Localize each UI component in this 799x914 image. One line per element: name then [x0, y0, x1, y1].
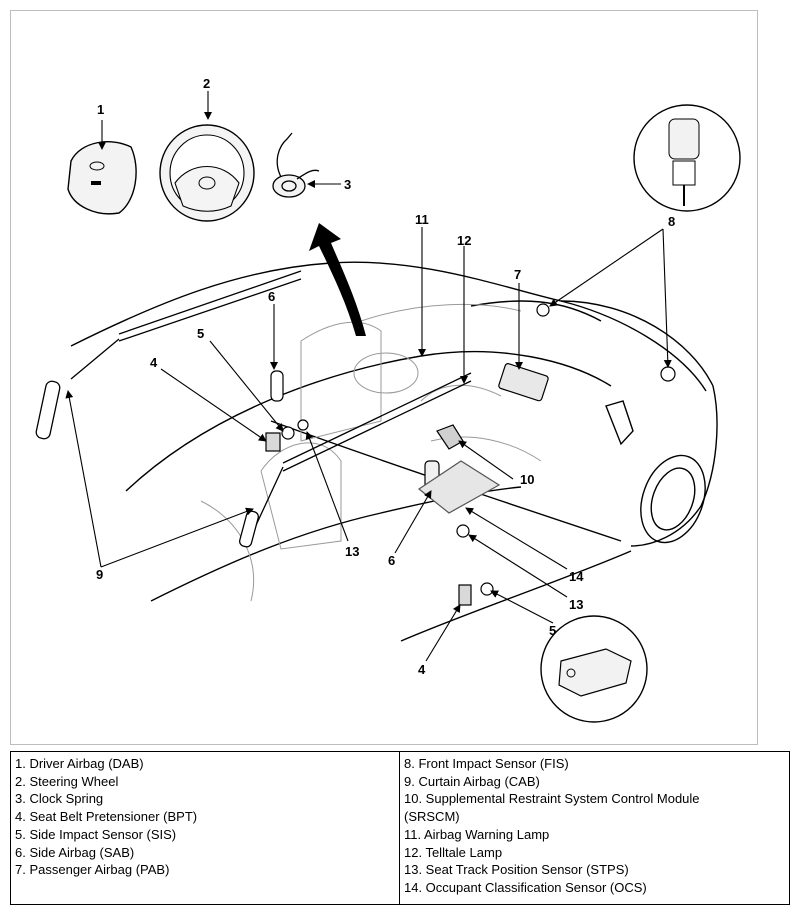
callout-5a: 5: [197, 326, 204, 341]
seat-belt-pretensioner-front: [265, 432, 281, 452]
callout-3: 3: [344, 177, 351, 192]
legend-column-right: 8. Front Impact Sensor (FIS) 9. Curtain …: [400, 752, 789, 904]
legend-item: 2. Steering Wheel: [15, 773, 119, 789]
leader-lines: [65, 91, 672, 662]
curtain-airbag-end-left: [35, 380, 61, 440]
curtain-airbag-end-right: [239, 510, 259, 548]
side-impact-sensor-front: [281, 426, 295, 440]
callout-1: 1: [97, 102, 104, 117]
clock-spring: [272, 132, 320, 198]
occupant-classification-sensor-mat: [417, 460, 501, 514]
callout-13b: 13: [569, 597, 583, 612]
diagram-canvas: 1 2 3 4 5 6 7 8 9 10 11 12 13 6 14 13 5 …: [35, 76, 741, 723]
driver-airbag-module: [67, 141, 137, 215]
legend-item: 6. Side Airbag (SAB): [15, 844, 135, 860]
legend-item: 11. Airbag Warning Lamp: [404, 826, 550, 842]
seat-belt-pretensioner-rear: [458, 584, 472, 606]
front-impact-sensor-inset: [633, 104, 741, 212]
callout-14: 14: [569, 569, 584, 584]
component-legend-table: 1. Driver Airbag (DAB) 2. Steering Wheel…: [10, 751, 790, 905]
side-impact-sensor-inset: [540, 615, 648, 723]
callout-11: 11: [415, 212, 429, 227]
seat-track-sensor-front: [297, 419, 309, 431]
exploded-view-arrow: [309, 223, 366, 336]
srs-component-diagram: 1 2 3 4 5 6 7 8 9 10 11 12 13 6 14 13 5 …: [10, 10, 758, 745]
legend-item: 7. Passenger Airbag (PAB): [15, 862, 170, 878]
callout-8: 8: [668, 214, 675, 229]
callout-2: 2: [203, 76, 210, 91]
legend-item: 8. Front Impact Sensor (FIS): [404, 756, 569, 771]
legend-item: 5. Side Impact Sensor (SIS): [15, 826, 177, 842]
callout-labels: 1 2 3 4 5 6 7 8 9 10 11 12 13 6 14 13 5 …: [96, 76, 675, 677]
callout-4b: 4: [418, 662, 426, 677]
side-airbag-rear: [270, 370, 284, 402]
seat-track-sensor-rear: [456, 524, 470, 538]
legend-item: 4. Seat Belt Pretensioner (BPT): [15, 809, 198, 825]
curtain-airbag-rails: [70, 270, 472, 537]
interior-detail: [200, 303, 542, 602]
legend-item: 14. Occupant Classification Sensor (OCS): [404, 879, 647, 895]
legend-item: 3. Clock Spring: [15, 791, 104, 807]
callout-13a: 13: [345, 544, 359, 559]
callout-5b: 5: [549, 623, 556, 638]
srscm-module: [436, 424, 464, 450]
callout-4a: 4: [150, 355, 158, 370]
legend-item: 1. Driver Airbag (DAB): [15, 756, 144, 771]
callout-10: 10: [520, 472, 534, 487]
callout-7: 7: [514, 267, 521, 282]
front-impact-sensor-right: [660, 366, 676, 382]
legend-item: 12. Telltale Lamp: [404, 844, 503, 860]
legend-item: 10. Supplemental Restraint System Contro…: [404, 791, 700, 807]
callout-6a: 6: [268, 289, 275, 304]
callout-6b: 6: [388, 553, 395, 568]
callout-9: 9: [96, 567, 103, 582]
component-markers: [265, 303, 676, 606]
vehicle-outline: [70, 261, 718, 642]
passenger-airbag-module: [498, 363, 549, 402]
callout-12: 12: [457, 233, 471, 248]
side-impact-sensor-rear: [480, 582, 494, 596]
steering-wheel: [159, 124, 255, 222]
legend-item: 9. Curtain Airbag (CAB): [404, 773, 540, 789]
legend-item: 13. Seat Track Position Sensor (STPS): [404, 862, 629, 878]
legend-column-left: 1. Driver Airbag (DAB) 2. Steering Wheel…: [11, 752, 400, 904]
legend-item: (SRSCM): [404, 809, 460, 825]
front-impact-sensor-left: [536, 303, 550, 317]
